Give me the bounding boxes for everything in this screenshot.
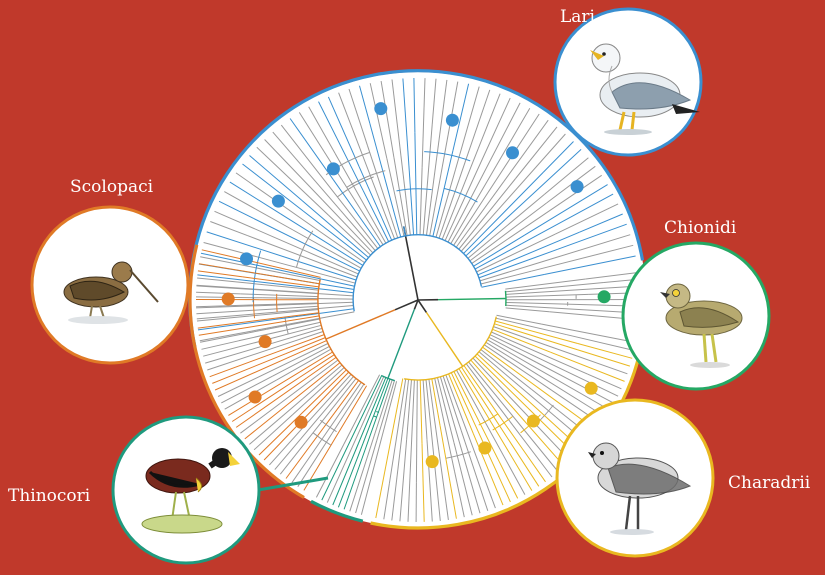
node-marker-scolopaci xyxy=(259,335,272,348)
node-marker-charadrii xyxy=(426,455,439,468)
clade-label-thinocori: Thinocori xyxy=(8,486,91,506)
node-marker-lari xyxy=(240,252,253,265)
node-marker-chionidi xyxy=(598,290,611,303)
clade-label-chionidi: Chionidi xyxy=(664,218,737,238)
node-marker-lari xyxy=(571,180,584,193)
inset-scolopaci: Scolopaci xyxy=(32,177,188,363)
node-marker-lari xyxy=(506,146,519,159)
clade-label-scolopaci: Scolopaci xyxy=(70,177,154,197)
node-marker-scolopaci xyxy=(249,391,262,404)
subclade-arc xyxy=(277,294,278,312)
node-marker-scolopaci xyxy=(295,416,308,429)
node-marker-charadrii xyxy=(478,442,491,455)
inset-thinocori: Thinocori xyxy=(8,417,259,563)
node-marker-lari xyxy=(374,102,387,115)
node-marker-charadrii xyxy=(585,382,598,395)
node-marker-lari xyxy=(272,195,285,208)
inset-lari: Lari xyxy=(555,7,701,155)
clade-label-charadrii: Charadrii xyxy=(728,473,811,493)
inset-charadrii: Charadrii xyxy=(557,400,811,556)
node-marker-lari xyxy=(327,162,340,175)
node-marker-lari xyxy=(446,114,459,127)
inset-chionidi: Chionidi xyxy=(623,218,769,389)
clade-backbone xyxy=(506,291,507,306)
node-marker-scolopaci xyxy=(222,293,235,306)
node-marker-charadrii xyxy=(527,415,540,428)
clade-label-lari: Lari xyxy=(560,7,596,27)
